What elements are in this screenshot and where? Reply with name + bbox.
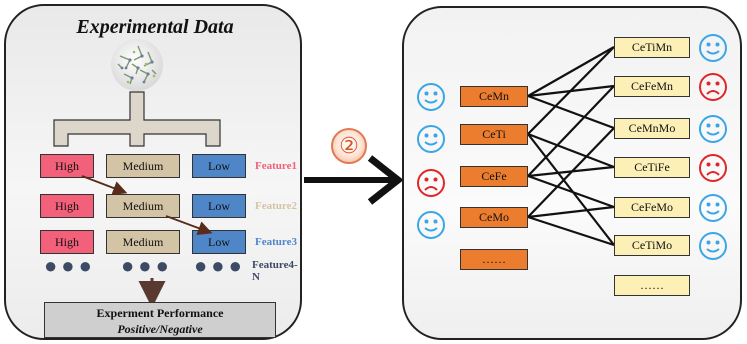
more-low-dots: ●●● (194, 253, 246, 278)
element-box-ceti: CeTi (460, 124, 528, 145)
performance-title: Experment Performance (96, 306, 224, 320)
feature2-label: Feature2 (255, 200, 297, 212)
feature1-low-box: Low (192, 154, 246, 178)
feature1-high-box: High (40, 154, 94, 178)
pathway-arrows (81, 175, 213, 308)
feature4-n-label: Feature4-N (252, 259, 298, 283)
nanoparticle-sphere-icon (111, 39, 163, 91)
feature1-medium-box: Medium (106, 154, 180, 178)
happy-face-icon (699, 34, 727, 62)
element-box-cefe: CeFe (460, 166, 528, 187)
happy-face-icon (699, 194, 727, 222)
feature3-high-box: High (40, 230, 94, 254)
happy-face-icon (417, 83, 445, 111)
branch-connector (53, 91, 221, 147)
happy-face-icon (417, 211, 445, 239)
performance-subtitle: Positive/Negative (117, 322, 203, 336)
happy-face-icon (699, 232, 727, 260)
experimental-data-panel: Experimental Data (4, 4, 302, 340)
compound-box-cemnmo: CeMnMo (614, 118, 690, 139)
element-box-cemn: CeMn (460, 86, 528, 107)
sad-face-icon (699, 154, 727, 182)
step-2-marker: ② (331, 128, 367, 164)
feature3-medium-box: Medium (106, 230, 180, 254)
element-box-more: …… (460, 249, 528, 270)
happy-face-icon (417, 125, 445, 153)
compound-box-cetife: CeTiFe (614, 157, 690, 178)
panel-title: Experimental Data (76, 16, 234, 38)
compound-box-more: …… (614, 275, 690, 296)
more-medium-dots: ●●● (121, 253, 173, 278)
compound-box-cefemn: CeFeMn (614, 76, 690, 97)
more-high-dots: ●●● (44, 253, 96, 278)
big-right-arrow-icon (304, 155, 404, 205)
feature2-high-box: High (40, 194, 94, 218)
feature3-label: Feature3 (255, 236, 297, 248)
sad-face-icon (699, 73, 727, 101)
sad-face-icon (417, 169, 445, 197)
compound-box-cetimo: CeTiMo (614, 235, 690, 256)
feature2-medium-box: Medium (106, 194, 180, 218)
compound-box-cetimn: CeTiMn (614, 37, 690, 58)
compound-box-cefemo: CeFeMo (614, 197, 690, 218)
element-box-cemo: CeMo (460, 207, 528, 228)
happy-face-icon (699, 115, 727, 143)
feature1-label: Feature1 (255, 160, 297, 172)
feature2-low-box: Low (192, 194, 246, 218)
performance-box: Experment Performance Positive/Negative (44, 302, 276, 338)
